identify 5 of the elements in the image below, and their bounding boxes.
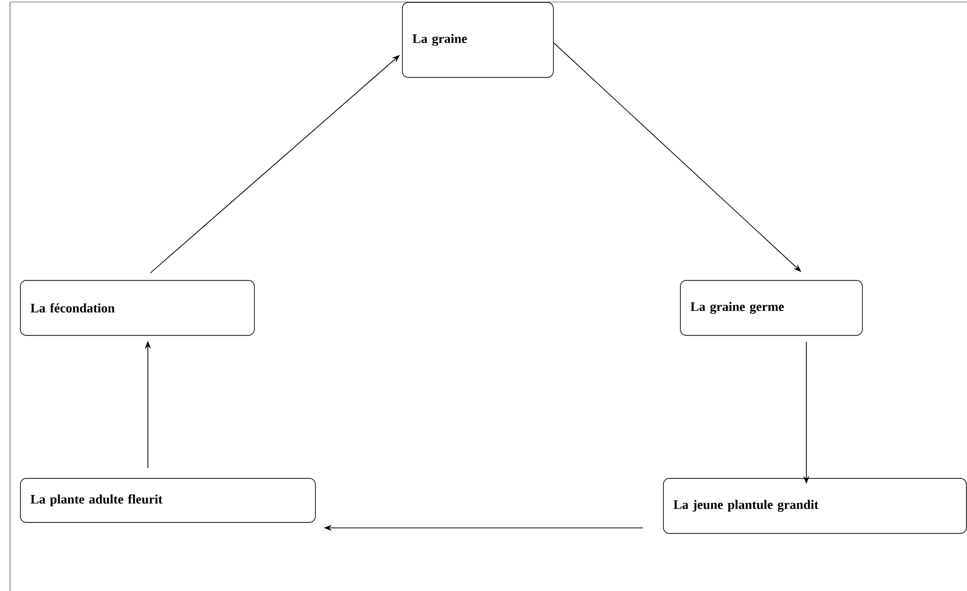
process-box: La plante adulte fleurit (20, 478, 316, 523)
process-box: La graine germe (680, 280, 863, 336)
process-box: La fécondation (20, 280, 255, 336)
process-box: La jeune plantule grandit (663, 478, 967, 534)
process-box: La graine (402, 2, 554, 78)
